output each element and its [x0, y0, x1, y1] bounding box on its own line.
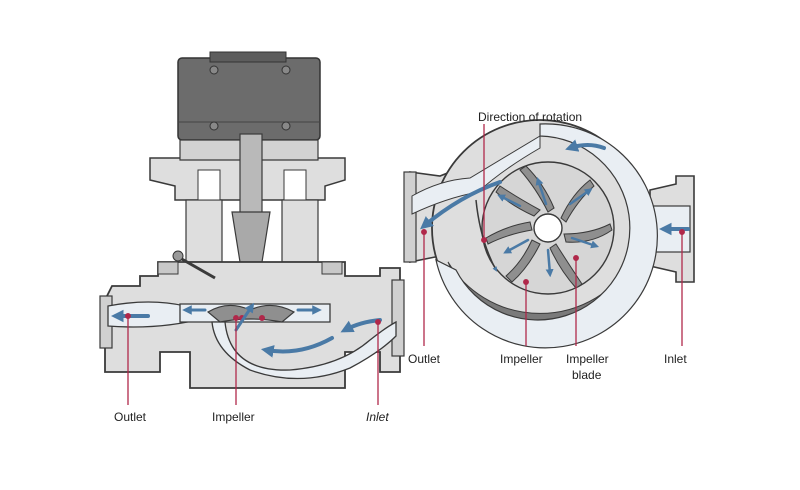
pump-casing [99, 250, 405, 389]
flow-arrows-right [420, 139, 690, 278]
flow-passages [107, 301, 397, 380]
label-impeller-blade-line1: Impeller [566, 352, 609, 366]
label-impeller-right: Impeller [500, 352, 543, 366]
label-impeller-blade-line2: blade [572, 368, 602, 382]
label-outlet-left: Outlet [114, 410, 147, 424]
motor-housing [177, 51, 321, 141]
label-inlet-left: Inlet [366, 410, 389, 424]
leader-lines-right [421, 124, 685, 346]
label-impeller-left: Impeller [212, 410, 255, 424]
volute-section [403, 119, 695, 349]
label-direction-of-rotation: Direction of rotation [478, 110, 583, 124]
inline-pump-section [99, 51, 405, 405]
label-inlet-right: Inlet [664, 352, 687, 366]
label-outlet-right: Outlet [408, 352, 441, 366]
pump-shaft [231, 133, 271, 313]
leader-lines-left [125, 313, 381, 405]
